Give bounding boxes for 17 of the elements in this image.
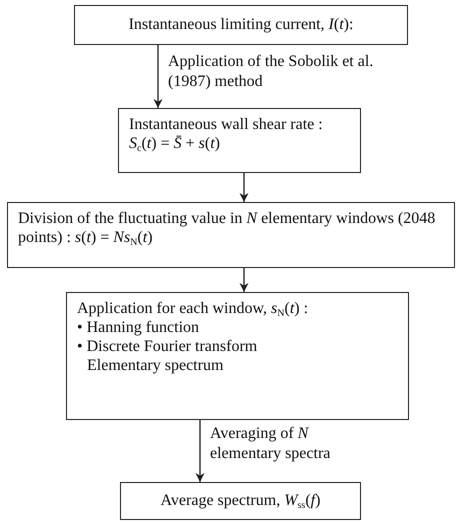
box-text: Instantaneous wall shear rate : S$_{c}$(t) = S̄ + s(t): [129, 115, 324, 153]
box-text: Instantaneous limiting current, I(t):: [128, 15, 354, 34]
process-box: [66, 292, 409, 420]
box-text: Division of the fluctuating value in N elementary windows (2048 points) : s(t) = Ns$_{N}$(t): [18, 209, 436, 247]
list-item: • Discrete Fourier transform: [77, 337, 258, 356]
process-box: [7, 202, 455, 268]
arrow: [239, 173, 249, 202]
list-item: Elementary spectrum: [86, 356, 224, 375]
process-box: [120, 482, 361, 520]
process-box: [74, 5, 408, 45]
list-item: • Hanning function: [77, 318, 200, 337]
process-box: [118, 108, 361, 173]
arrow: [153, 45, 163, 108]
arrow: [195, 420, 205, 482]
arrow: [239, 268, 249, 292]
box-text: Application for each window, s$_{N}$(t) :: [77, 299, 310, 318]
box-text: Average spectrum, W$_{ss}$(f): [160, 491, 322, 510]
